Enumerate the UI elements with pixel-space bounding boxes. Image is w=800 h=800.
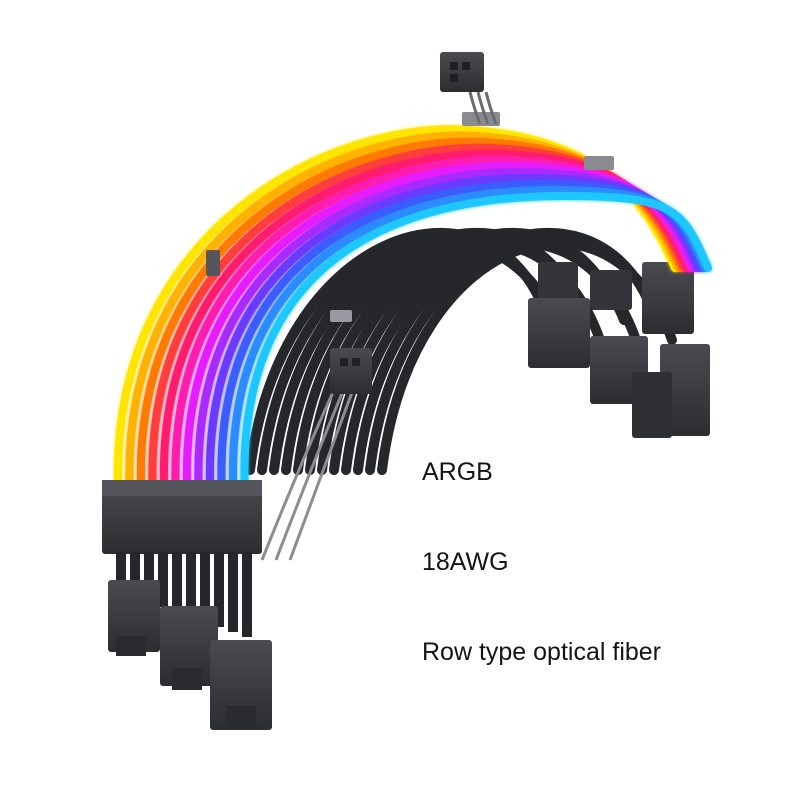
argb-header-connector	[440, 52, 498, 125]
argb-side-wires	[260, 348, 372, 561]
right-connector-group	[528, 262, 710, 438]
argb-cable-arc	[113, 125, 712, 486]
cable-comb-clips	[206, 112, 614, 322]
spec-gauge-label: 18AWG	[422, 548, 509, 576]
fiber-strand	[240, 191, 712, 486]
left-connector-group	[102, 480, 272, 730]
spec-argb-label: ARGB	[422, 458, 493, 486]
spec-fiber-label: Row type optical fiber	[422, 638, 662, 666]
